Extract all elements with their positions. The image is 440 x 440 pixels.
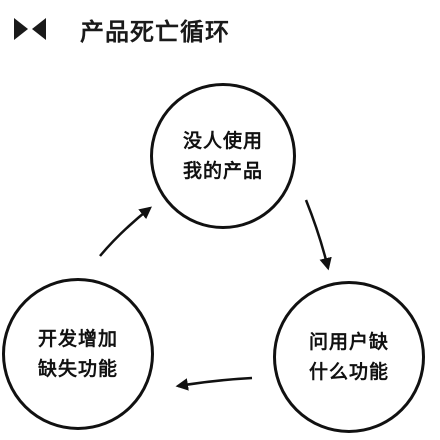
arrow-right-to-left bbox=[175, 376, 253, 391]
page-title: 产品死亡循环 bbox=[80, 17, 230, 46]
node-label-line: 我的产品 bbox=[182, 160, 263, 182]
cycle-node-ask-users: 问用户缺 什么功能 bbox=[273, 281, 425, 433]
node-label-line: 问用户缺 bbox=[308, 331, 389, 353]
arrow-left-to-top bbox=[99, 206, 152, 257]
node-label-line: 缺失功能 bbox=[37, 358, 118, 380]
node-label-line: 什么功能 bbox=[308, 361, 389, 383]
bowtie-logo-icon bbox=[14, 18, 46, 40]
node-label-line: 没人使用 bbox=[182, 130, 263, 152]
cycle-node-no-users: 没人使用 我的产品 bbox=[150, 83, 296, 229]
header: 产品死亡循环 bbox=[14, 6, 230, 52]
node-label-line: 开发增加 bbox=[37, 328, 118, 350]
cycle-node-build-features: 开发增加 缺失功能 bbox=[2, 278, 154, 430]
arrow-top-to-right bbox=[304, 199, 332, 271]
